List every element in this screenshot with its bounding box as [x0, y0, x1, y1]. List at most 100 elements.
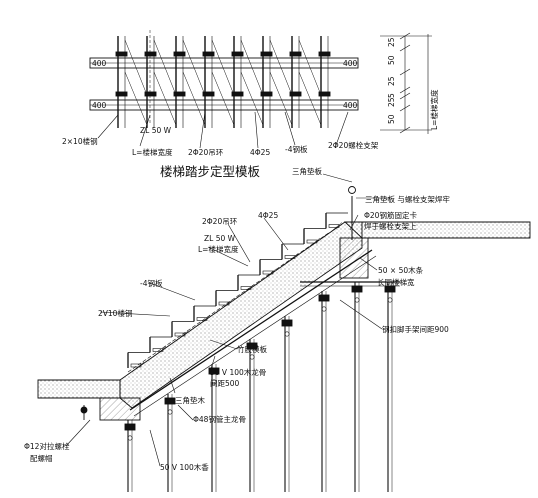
plan-label-bolt: 2Φ20螺栓支架	[328, 140, 379, 150]
prop-clamp	[208, 367, 220, 375]
tread-bracket	[284, 255, 296, 259]
plan-brace	[211, 71, 235, 126]
label-pipe: Φ48钢管主龙骨	[193, 414, 246, 424]
label-bamboo: 竹胶模板	[237, 344, 267, 354]
plan-dim-value: 5	[387, 93, 396, 98]
plan-dim-tick	[399, 68, 411, 76]
prop-coupler	[127, 435, 133, 441]
prop-coupler	[387, 297, 393, 303]
tread-tie	[307, 237, 321, 249]
tread-tie	[197, 315, 211, 326]
plan-end-code-right-2: 400	[343, 101, 358, 110]
plan-dim-tick	[399, 92, 411, 100]
tread-bracket	[262, 270, 274, 275]
plan-hook-mark	[318, 51, 331, 57]
plan-hook-mark	[115, 51, 128, 57]
plan-dim-tick	[399, 126, 411, 134]
plan-hook-mark	[202, 51, 215, 57]
plan-brace	[240, 71, 264, 126]
label-tri-wood: 三角垫木	[175, 395, 205, 405]
prop-clamp	[124, 423, 136, 431]
label-tri-pad-top: 三角垫板	[292, 166, 322, 176]
plan-brace	[298, 39, 322, 96]
plan-dim-value: 25	[387, 97, 396, 107]
plan-stair-width-label: L=楼梯宽度	[429, 89, 439, 130]
plan-hook-mark	[260, 51, 273, 57]
plan-hook-mark	[173, 51, 186, 57]
label-width: L=楼梯宽度	[198, 244, 239, 254]
plan-brace	[269, 71, 293, 126]
plan-hook-mark	[289, 51, 302, 57]
tread-tie	[131, 361, 145, 373]
plan-hook-mark	[231, 51, 244, 57]
prop-coupler	[354, 297, 360, 303]
tread-tie	[329, 222, 343, 233]
label-hook: 2Φ20吊环	[202, 217, 238, 226]
prop-clamp	[351, 285, 363, 293]
upper-beam	[339, 237, 369, 279]
label-tie-bolt-2: 配螺帽	[30, 453, 53, 463]
prop-coupler	[211, 379, 217, 385]
plan-label-hook: 2Φ20吊环	[188, 148, 224, 157]
top-anchor-bolt	[348, 186, 356, 194]
plan-label-plate: -4钢板	[285, 144, 308, 154]
tread-bracket	[240, 286, 252, 290]
tread-tie	[175, 330, 189, 342]
plan-hook-mark	[115, 91, 128, 97]
prop-clamp	[164, 397, 176, 405]
tread-tie	[153, 346, 167, 357]
prop-coupler	[167, 409, 173, 415]
prop-clamp	[281, 319, 293, 327]
plan-label-bar: 4Φ25	[250, 148, 270, 157]
plan-hook-mark	[231, 91, 244, 97]
plan-dim-tick	[399, 104, 411, 112]
plan-brace	[269, 39, 293, 96]
upper-landing-slab	[343, 221, 531, 239]
lower-landing-slab	[37, 379, 121, 399]
plan-dim-tick	[399, 44, 411, 52]
bamboo-board	[129, 249, 373, 411]
plan-brace	[182, 71, 206, 126]
plan-hook-mark	[144, 51, 157, 57]
plan-label-channel: ZL 50 W	[140, 126, 172, 135]
plan-hook-mark	[173, 91, 186, 97]
plan-hook-mark	[260, 91, 273, 97]
plan-dim-value: 25	[387, 76, 396, 86]
plan-brace	[124, 39, 148, 96]
plan-brace	[182, 39, 206, 96]
plan-dim-value: 50	[387, 114, 396, 124]
tread-bracket	[306, 239, 318, 244]
lower-beam	[99, 397, 141, 421]
label-bar: 4Φ25	[258, 211, 278, 220]
label-channel: ZL 50 W	[204, 234, 236, 243]
plan-brace	[240, 39, 264, 96]
label-fix-card: Φ20钢筋固定卡	[364, 210, 417, 220]
plan-dim-value: 50	[387, 55, 396, 65]
prop-coupler	[321, 306, 327, 312]
plan-step-plates	[115, 36, 331, 128]
plan-end-code-left-2: 400	[92, 101, 107, 110]
plan-end-code-left: 400	[92, 59, 107, 68]
plan-hook-mark	[202, 91, 215, 97]
prop-coupler	[284, 331, 290, 337]
step-formwork	[127, 212, 348, 373]
tread-bracket	[328, 224, 340, 228]
label-tri-weld: 三角垫板 与螺栓支架焊牢	[365, 194, 450, 204]
plan-dim-tick	[399, 32, 411, 40]
plan-dim-value: 25	[387, 37, 396, 47]
plan-dim-tick	[399, 86, 411, 94]
plan-brace	[298, 71, 322, 126]
label-weld-bolt: 焊于螺栓支架上	[364, 221, 417, 231]
plan-brace	[153, 39, 177, 96]
plan-brace	[124, 71, 148, 126]
plan-hook-mark	[289, 91, 302, 97]
label-joist: 50 V 100木龙骨	[210, 367, 266, 377]
plan-brace	[211, 39, 235, 96]
label-plate: -4钢板	[140, 278, 163, 288]
label-rebar: 2V10楼钢	[98, 308, 132, 318]
label-scaffold: 钢扣脚手架间距900	[382, 324, 449, 334]
tread-bracket	[130, 363, 142, 368]
drawing-title: 楼梯踏步定型模板	[160, 164, 261, 179]
